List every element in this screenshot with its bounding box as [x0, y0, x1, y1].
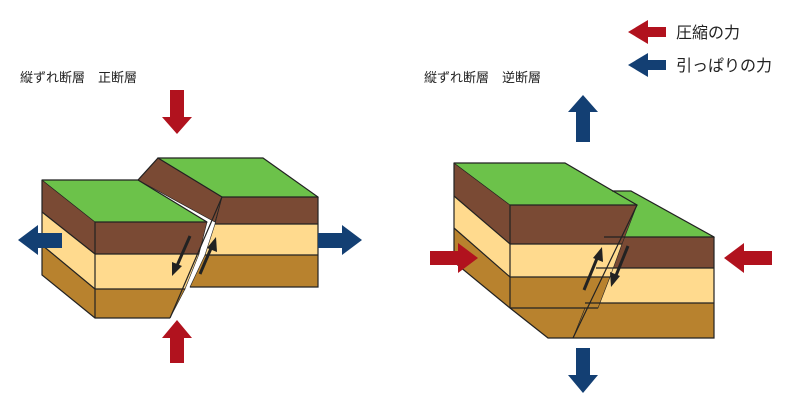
legend-tension: 引っぱりの力 [628, 53, 772, 77]
slip-arrow-down-icon [613, 245, 630, 279]
slip-arrowhead-up-icon [593, 247, 603, 262]
compression-arrow-icon [628, 20, 666, 44]
tension-arrow-up-icon [568, 95, 598, 142]
slip-arrow-up-icon [198, 245, 214, 275]
tension-arrow-down-icon [568, 348, 598, 393]
legend-tension-label: 引っぱりの力 [676, 56, 772, 75]
slip-arrow-up-icon [582, 255, 600, 291]
tension-arrow-right-icon [318, 225, 362, 255]
slip-arrow-down-icon [174, 235, 192, 269]
compression-arrow-down-icon [162, 90, 192, 134]
reverse-fault-block [453, 162, 716, 339]
compression-arrow-up-icon [162, 320, 192, 363]
tension-arrow-left-icon [18, 225, 62, 255]
slip-arrowhead-down-icon [610, 272, 620, 287]
legend: 圧縮の力 引っぱりの力 [628, 20, 772, 77]
compression-arrow-left-icon [724, 243, 772, 273]
normal-fault-block [41, 157, 319, 319]
reverse-fault-slip-arrows [582, 245, 630, 291]
legend-compression-label: 圧縮の力 [676, 23, 740, 42]
slip-arrowhead-down-icon [172, 262, 182, 276]
slip-arrowhead-up-icon [207, 237, 217, 252]
tension-arrow-icon [628, 53, 666, 77]
normal-fault-title: 縦ずれ断層 正断層 [20, 71, 137, 86]
reverse-fault-title: 縦ずれ断層 逆断層 [424, 70, 541, 86]
legend-compression: 圧縮の力 [628, 20, 740, 44]
normal-fault-slip-arrows [172, 235, 217, 276]
compression-arrow-right-icon [430, 243, 478, 273]
